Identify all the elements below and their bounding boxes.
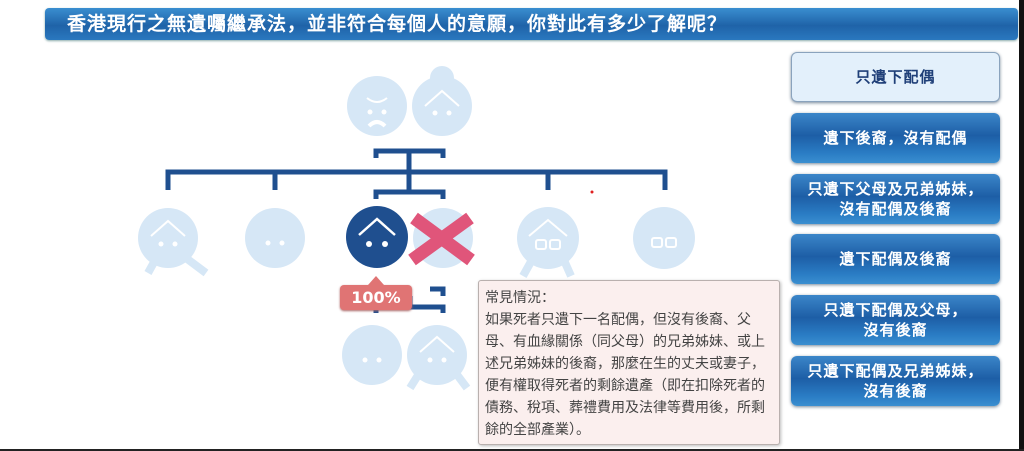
scenario-button-spouse-and-parents[interactable]: 只遺下配偶及父母， 沒有後裔 — [791, 295, 1000, 345]
tooltip-heading: 常見情況： — [485, 290, 555, 306]
tooltip-body: 如果死者只遺下一名配偶，但沒有後裔、父母、有血緣關係（同父母）的兄弟姊妹、或上述… — [485, 312, 765, 438]
person-sibling-icon — [517, 207, 579, 278]
person-sibling-icon — [138, 208, 209, 277]
person-grandmother-icon — [412, 66, 472, 136]
scenario-button-issue-no-spouse[interactable]: 遺下後裔，沒有配偶 — [791, 113, 1000, 163]
scenario-button-spouse-and-issue[interactable]: 遺下配偶及後裔 — [791, 234, 1000, 284]
window-edge — [0, 449, 1024, 451]
scenario-button-spouse-only[interactable]: 只遺下配偶 — [791, 52, 1000, 102]
scenario-button-spouse-and-siblings[interactable]: 只遺下配偶及兄弟姊妹， 沒有後裔 — [791, 356, 1000, 406]
cross-icon — [408, 212, 475, 266]
scenario-button-parents-siblings[interactable]: 只遺下父母及兄弟姊妹， 沒有配偶及後裔 — [791, 174, 1000, 224]
person-sibling-icon — [245, 208, 305, 268]
page-title: 香港現行之無遺囑繼承法，並非符合每個人的意願，你對此有多少了解呢？ — [45, 8, 1018, 40]
person-child-icon — [342, 325, 402, 385]
person-sibling-icon — [633, 207, 695, 269]
cursor-dot — [590, 190, 594, 194]
inheritance-share-badge: 100% — [340, 276, 412, 310]
person-child-icon — [406, 325, 471, 391]
person-deceased-icon — [346, 206, 408, 268]
info-tooltip: 常見情況： 如果死者只遺下一名配偶，但沒有後裔、父母、有血緣關係（同父母）的兄弟… — [478, 280, 780, 445]
person-grandfather-icon — [347, 76, 407, 136]
window-edge — [1019, 0, 1024, 451]
